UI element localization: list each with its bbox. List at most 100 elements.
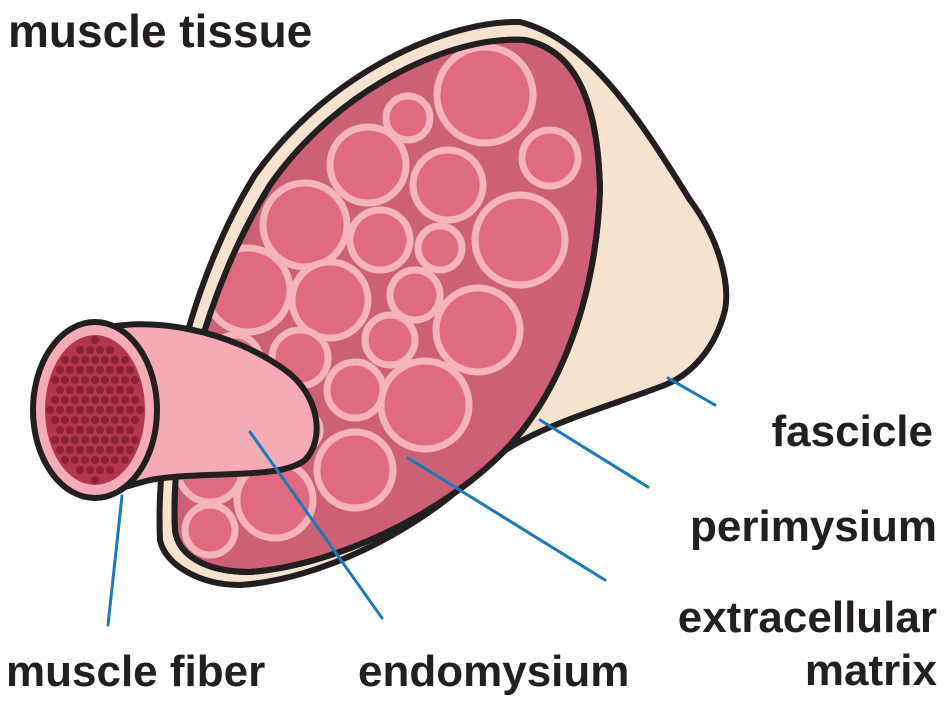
myofibril-dot [86,446,94,454]
myofibril-dot [51,396,59,404]
myofibril-dot [61,416,69,424]
myofibril-dot [121,396,129,404]
myofibril-dot [111,356,119,364]
muscle-fiber-cross-section [437,47,533,143]
myofibril-dot [86,386,94,394]
myofibril-dot [96,346,104,354]
myofibril-dot [131,436,139,444]
myofibril-dot [121,376,129,384]
myofibril-dot [71,376,79,384]
myofibril-dot [126,426,134,434]
myofibril-dot [46,406,54,414]
myofibril-dot [121,416,129,424]
myofibril-dot [131,396,139,404]
myofibril-dot [76,346,84,354]
myofibril-dot [61,396,69,404]
myofibril-dot [91,356,99,364]
myofibril-dot [91,416,99,424]
myofibril-dot [91,476,99,484]
myofibril-dot [81,456,89,464]
myofibril-dot [86,466,94,474]
myofibril-dot [81,356,89,364]
myofibril-dot [106,386,114,394]
myofibril-dot [61,376,69,384]
myofibril-dot [101,396,109,404]
myofibril-dot [61,436,69,444]
myofibril-dot [111,456,119,464]
myofibril-dot [61,456,69,464]
myofibril-dot [81,376,89,384]
myofibril-dot [136,406,144,414]
myofibril-dot [71,396,79,404]
myofibril-dot [126,386,134,394]
leader-line-perimysium [540,420,648,487]
muscle-fiber-cross-section [365,315,415,365]
myofibril-dot [81,436,89,444]
myofibril-dot [101,416,109,424]
myofibril-dot [66,366,74,374]
myofibril-dot [131,376,139,384]
label-extracellular-line2: matrix [678,645,937,698]
myofibril-dot [86,346,94,354]
myofibril-dot [81,416,89,424]
myofibril-dot [96,386,104,394]
myofibril-dot [76,426,84,434]
myofibril-dot [91,396,99,404]
myofibril-dot [101,436,109,444]
myofibril-dot [81,396,89,404]
myofibril-dot [51,376,59,384]
myofibril-dot [91,336,99,344]
myofibril-dot [106,466,114,474]
myofibril-dot [76,446,84,454]
myofibril-dot [51,436,59,444]
myofibril-dot [101,376,109,384]
label-extracellular-line1: extracellular [678,592,937,645]
myofibril-dot [106,366,114,374]
myofibril-dot [111,416,119,424]
myofibril-dot [76,386,84,394]
myofibril-dot [56,426,64,434]
label-perimysium: perimysium [690,505,937,549]
myofibril-dot [106,426,114,434]
myofibril-dot [116,386,124,394]
myofibril-dot [71,356,79,364]
myofibril-dot [61,356,69,364]
myofibril-dot [101,456,109,464]
myofibril-dot [96,366,104,374]
myofibril-dot [71,416,79,424]
muscle-fiber-cross-section [390,270,440,320]
muscle-fiber-cross-section [475,195,565,285]
label-fascicle: fascicle [772,410,933,454]
myofibril-dot [91,376,99,384]
muscle-fiber-cross-section [292,262,368,338]
muscle-fiber-cross-section [330,127,406,203]
myofibril-dot [66,446,74,454]
leader-line-fascicle [668,378,715,405]
label-endomysium: endomysium [358,650,629,694]
myofibril-dot [66,406,74,414]
muscle-fiber-cross-section [317,432,393,508]
myofibril-dot [121,356,129,364]
myofibril-dot [121,456,129,464]
leader-line-muscle-fiber [108,496,122,625]
myofibril-dot [116,426,124,434]
myofibril-dot [66,426,74,434]
muscle-fiber-cross-section [327,362,383,418]
myofibril-dot [86,406,94,414]
leader-line-extracellular-matrix [408,458,605,580]
myofibril-dot [116,406,124,414]
label-extracellular-matrix: extracellular matrix [678,592,937,698]
myofibril-dot [111,396,119,404]
muscle-fiber-cross-section [418,226,462,270]
myofibril-dot [96,426,104,434]
myofibril-dot [91,436,99,444]
myofibril-dot [106,406,114,414]
diagram-title: muscle tissue [8,8,312,54]
myofibril-dot [106,346,114,354]
myofibril-dot [76,406,84,414]
myofibril-dot [86,426,94,434]
muscle-fiber-cross-section [350,210,410,270]
myofibril-dot [111,436,119,444]
muscle-fiber-cross-section [185,505,235,555]
myofibril-dot [71,436,79,444]
